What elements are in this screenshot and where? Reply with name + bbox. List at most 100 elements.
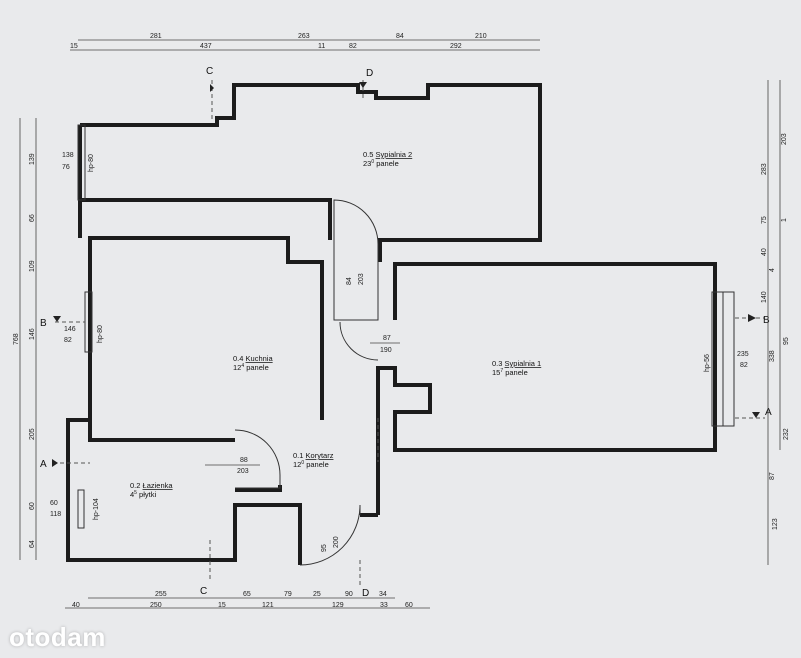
dim-top1-1: 263 <box>298 33 310 40</box>
wall-bedroom1 <box>376 262 717 515</box>
wall-bedroom2 <box>80 83 542 262</box>
dim-door-entry-h: 200 <box>333 536 340 548</box>
svg-text:0.1 Korytarz: 0.1 Korytarz <box>293 451 334 460</box>
dim-bottom1-1: 65 <box>243 591 251 598</box>
section-b-left: B <box>40 318 47 329</box>
section-arrow-a <box>52 459 58 467</box>
wall-kitchen-top <box>88 236 324 420</box>
section-b-right: B <box>763 315 770 326</box>
dim-bottom2-4: 129 <box>332 602 344 609</box>
section-arrow-b <box>53 316 61 322</box>
dim-win-low-w: 60 <box>50 500 58 507</box>
dim-door-bath-h: 203 <box>237 468 249 475</box>
section-a-right: A <box>765 407 772 418</box>
dim-right1-3: 140 <box>761 291 768 303</box>
dim-bottom1-0: 255 <box>155 591 167 598</box>
section-c-bottom: C <box>200 586 207 597</box>
dim-win-right-w: 235 <box>737 351 749 358</box>
dim-win-right-hp: hp-56 <box>704 354 711 372</box>
dim-door-bath-w: 88 <box>240 457 248 464</box>
dim-win-low-hp: hp-104 <box>93 498 100 520</box>
svg-text:45 płytki: 45 płytki <box>130 490 156 499</box>
door-kitchen-swing <box>333 199 379 321</box>
section-a-left: A <box>40 459 47 470</box>
dim-right2-4: 87 <box>769 472 776 480</box>
dim-win-mid-hp: hp-80 <box>97 325 104 343</box>
dim-left-6: 64 <box>29 540 36 548</box>
dim-right1-1: 75 <box>761 216 768 224</box>
door-bath-swing <box>234 429 281 489</box>
dim-left-1: 66 <box>29 214 36 222</box>
dim-top2-4: 292 <box>450 43 462 50</box>
door-bedroom1-swing <box>339 321 379 361</box>
section-d-top: D <box>366 68 373 79</box>
dim-top1-2: 84 <box>396 33 404 40</box>
door-entry-swing <box>299 504 361 566</box>
section-d-bottom: D <box>362 588 369 599</box>
window-bath <box>77 489 85 529</box>
dim-door-hall-h: 190 <box>380 347 392 354</box>
dim-bottom1-4: 90 <box>345 591 353 598</box>
svg-text:230 panele: 230 panele <box>363 159 399 168</box>
dim-bottom2-2: 15 <box>218 602 226 609</box>
dim-door-kitchen-h: 203 <box>358 273 365 285</box>
dim-right1-5: 232 <box>783 428 790 440</box>
dim-top1-0: 281 <box>150 33 162 40</box>
dim-win-mid-h: 82 <box>64 337 72 344</box>
svg-text:157 panele: 157 panele <box>492 368 528 377</box>
dim-right1-6: 123 <box>772 518 779 530</box>
dim-right2-2: 4 <box>769 268 776 272</box>
svg-text:0.4 Kuchnia: 0.4 Kuchnia <box>233 354 273 363</box>
dim-door-hall-w: 87 <box>383 335 391 342</box>
dim-top2-3: 82 <box>349 43 357 50</box>
wall-bathroom <box>66 418 302 562</box>
dim-bottom2-0: 40 <box>72 602 80 609</box>
room-label-bathroom: 0.2 Łazienka 45 płytki <box>130 481 173 499</box>
dim-win-upper-hp: hp-80 <box>88 154 95 172</box>
dim-bottom1-3: 25 <box>313 591 321 598</box>
svg-text:0.5 Sypialnia 2: 0.5 Sypialnia 2 <box>363 150 412 159</box>
svg-text:0.3 Sypialnia 1: 0.3 Sypialnia 1 <box>492 359 541 368</box>
otodam-logo: otodam <box>9 622 106 652</box>
dim-bottom2-6: 60 <box>405 602 413 609</box>
dim-right2-1: 1 <box>781 218 788 222</box>
dim-win-mid-w: 146 <box>64 326 76 333</box>
dim-left-3: 146 <box>29 328 36 340</box>
section-arrow-b-right <box>748 314 756 322</box>
dim-right2-0: 203 <box>781 133 788 145</box>
dim-win-upper-h: 76 <box>62 164 70 171</box>
section-arrow-c <box>210 84 214 92</box>
dim-top2-2: 11 <box>318 43 325 50</box>
dim-left-5: 60 <box>29 502 36 510</box>
dim-right1-4: 95 <box>783 337 790 345</box>
wall-bedroom2-bottom <box>80 198 332 240</box>
dim-left-0: 139 <box>29 153 36 165</box>
dim-right1-2: 40 <box>761 248 768 256</box>
dim-win-right-h: 82 <box>740 362 748 369</box>
section-c-top: C <box>206 66 213 77</box>
dim-win-low-h: 118 <box>50 511 61 518</box>
dim-right2-3: 338 <box>769 350 776 362</box>
window-upper <box>77 124 86 201</box>
dim-door-entry-w: 95 <box>321 544 328 552</box>
svg-text:124 panele: 124 panele <box>233 363 269 372</box>
dim-top1-3: 210 <box>475 33 487 40</box>
dim-left-outer: 768 <box>13 333 20 345</box>
dim-bottom1-5: 34 <box>379 591 387 598</box>
dim-door-kitchen-w: 84 <box>346 277 353 285</box>
dim-left-2: 109 <box>29 260 36 272</box>
dim-bottom2-1: 250 <box>150 602 162 609</box>
svg-text:120 panele: 120 panele <box>293 460 329 469</box>
section-arrow-a-right <box>752 412 760 418</box>
room-label-kitchen: 0.4 Kuchnia 124 panele <box>233 354 273 372</box>
dim-top2-0: 15 <box>70 43 78 50</box>
dim-right1-0: 283 <box>761 163 768 175</box>
svg-text:0.2 Łazienka: 0.2 Łazienka <box>130 481 173 490</box>
dim-bottom2-5: 33 <box>380 602 388 609</box>
dim-left-4: 205 <box>29 428 36 440</box>
section-arrow-d <box>359 82 367 88</box>
room-label-corridor: 0.1 Korytarz 120 panele <box>293 451 334 469</box>
room-label-bedroom2: 0.5 Sypialnia 2 230 panele <box>363 150 412 168</box>
dim-win-upper-w: 138 <box>62 152 74 159</box>
